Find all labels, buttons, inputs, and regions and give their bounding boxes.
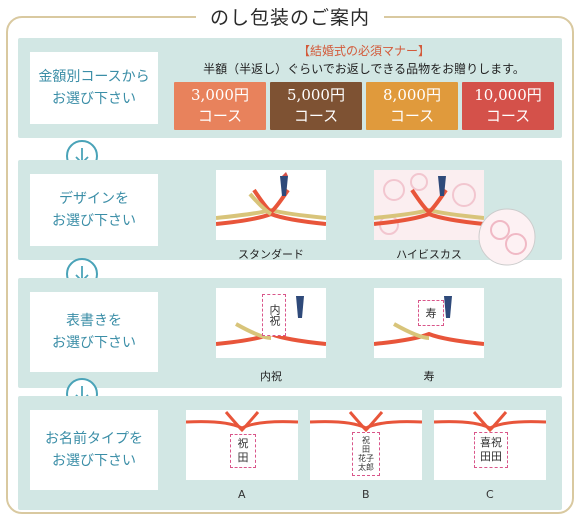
section-price: 金額別コースから お選び下さい 【結婚式の必須マナー】 半額（半返し）ぐらいでお… [18, 38, 562, 138]
omote-text: 寿 [425, 307, 437, 320]
step-label-design: デザインを お選び下さい [30, 174, 158, 246]
omote-caption-kotobuki: 寿 [423, 370, 435, 383]
manner-text: 半額（半返し）ぐらいでお返しできる品物をお贈りします。 [203, 62, 525, 76]
omote-card-uchiiwai[interactable]: 内祝 [216, 288, 326, 358]
omote-text: 内祝 [268, 304, 281, 326]
step-label-line: お選び下さい [52, 213, 136, 229]
manner-heading: 【結婚式の必須マナー】 [297, 44, 430, 58]
design-card-hibiscus[interactable] [374, 170, 484, 240]
name-line: 田 [237, 451, 249, 464]
noshi-ribbon-icon [186, 411, 298, 433]
step-label-line: デザインを [59, 191, 129, 207]
name-line: 祝 [237, 437, 249, 450]
omote-label-box: 寿 [418, 300, 444, 326]
step-label-line: お選び下さい [52, 335, 136, 351]
course-label: コース [197, 107, 243, 125]
name-line: 田 [362, 445, 370, 454]
course-button-10000[interactable]: 10,000円 コース [462, 82, 554, 130]
noshi-ribbon-icon [374, 296, 484, 346]
omote-label-box: 内祝 [262, 294, 286, 336]
name-line: 祝 [362, 436, 370, 445]
name-line: 太郎 [358, 463, 374, 472]
name-card-a[interactable]: 祝 田 [186, 410, 298, 480]
name-label-box: 祝 田 [230, 434, 256, 468]
course-button-5000[interactable]: 5,000円 コース [270, 82, 362, 130]
step-label-omote: 表書きを お選び下さい [30, 292, 158, 372]
section-name: お名前タイプを お選び下さい 祝 田 A 祝 田 花子 太郎 B [18, 396, 562, 510]
omote-card-kotobuki[interactable]: 寿 [374, 288, 484, 358]
course-amount: 8,000円 [383, 86, 441, 104]
step-label-price: 金額別コースから お選び下さい [30, 52, 158, 124]
hibiscus-ribbon-icon [374, 173, 484, 235]
section-design: デザインを お選び下さい スタンダード ハイビスカス [18, 160, 562, 266]
step-label-line: お選び下さい [52, 91, 136, 107]
course-label: コース [485, 107, 531, 125]
name-card-c[interactable]: 喜祝 田田 [434, 410, 546, 480]
course-amount: 3,000円 [191, 86, 249, 104]
name-line: 喜祝 [480, 436, 502, 449]
name-letter-b: B [362, 488, 370, 501]
design-card-standard[interactable] [216, 170, 326, 240]
step-label-line: 金額別コースから [38, 69, 150, 85]
name-letter-c: C [486, 488, 494, 501]
name-line: 花子 [358, 454, 374, 463]
course-amount: 5,000円 [287, 86, 345, 104]
step-label-line: お名前タイプを [45, 431, 143, 447]
name-letter-a: A [238, 488, 246, 501]
course-amount: 10,000円 [474, 86, 542, 104]
design-caption-standard: スタンダード [238, 248, 304, 261]
name-label-box: 祝 田 花子 太郎 [352, 432, 380, 476]
noshi-ribbon-icon [310, 411, 422, 433]
course-button-8000[interactable]: 8,000円 コース [366, 82, 458, 130]
page-title: のし包装のご案内 [195, 2, 384, 30]
step-label-name: お名前タイプを お選び下さい [30, 410, 158, 490]
title-bar: のし包装のご案内 [0, 2, 580, 30]
step-label-line: お選び下さい [52, 453, 136, 469]
omote-caption-uchiiwai: 内祝 [260, 370, 282, 383]
course-label: コース [293, 107, 339, 125]
name-card-b[interactable]: 祝 田 花子 太郎 [310, 410, 422, 480]
section-omote: 表書きを お選び下さい 内祝 内祝 寿 寿 [18, 278, 562, 388]
design-caption-hibiscus: ハイビスカス [396, 248, 462, 261]
course-button-3000[interactable]: 3,000円 コース [174, 82, 266, 130]
noshi-ribbon-icon [434, 411, 546, 433]
hibiscus-pattern-zoom-icon [478, 208, 536, 266]
step-label-line: 表書きを [66, 313, 122, 329]
name-line: 田田 [480, 450, 502, 463]
noshi-ribbon-icon [216, 172, 326, 226]
course-label: コース [389, 107, 435, 125]
name-label-box: 喜祝 田田 [474, 432, 508, 468]
